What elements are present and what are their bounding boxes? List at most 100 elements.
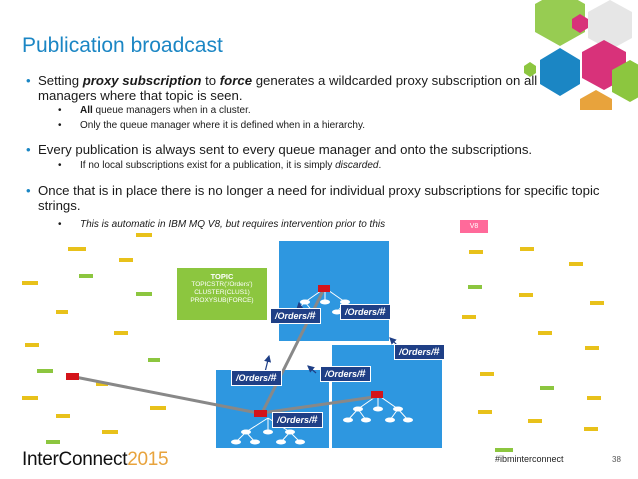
decorative-dash: [519, 293, 533, 297]
topic-label-orders: /Orders/#: [272, 412, 323, 428]
sub-bullet-text: Only the queue manager where it is defin…: [80, 120, 365, 131]
topic-label-hash: #: [359, 368, 366, 380]
decorative-dash: [102, 430, 118, 434]
decorative-dash: [478, 410, 492, 414]
decorative-dash: [96, 382, 108, 386]
topic-label-hash: #: [311, 414, 318, 426]
decorative-dash: [569, 262, 583, 266]
topic-label-orders: /Orders/#: [340, 304, 391, 320]
sub-bullet-emphasis: discarded: [335, 160, 379, 171]
topic-definition-box: TOPIC TOPICSTR('/Orders') CLUSTER(CLUS1)…: [177, 268, 267, 320]
topic-line-cluster: CLUSTER(CLUS1): [194, 289, 250, 296]
bullet-marker: •: [26, 142, 31, 157]
arrow-icon: [307, 365, 317, 374]
bullet-marker: •: [26, 183, 31, 198]
topic-label-prefix: /Orders/: [275, 311, 310, 321]
arrow-icon: [389, 337, 398, 346]
hexagon-tile: [535, 0, 585, 46]
topic-label-hash: #: [379, 306, 386, 318]
bullet-text: Once that is in place there is no longer…: [38, 183, 600, 213]
decorative-dash: [495, 448, 513, 452]
sub-bullet-marker: •: [58, 105, 62, 116]
decorative-dash: [590, 301, 604, 305]
hexagon-tile: [524, 62, 536, 77]
decorative-dash: [56, 414, 70, 418]
sub-bullet-marker: •: [58, 120, 62, 131]
decorative-dash: [68, 247, 86, 251]
decorative-dash: [136, 292, 152, 296]
topic-label-prefix: /Orders/: [236, 373, 271, 383]
flow-line-publisher: [74, 375, 259, 415]
footer-hashtag: #ibminterconnect: [495, 454, 564, 464]
bullet-publication-sent: • Every publication is always sent to ev…: [26, 142, 626, 158]
sub-bullet-marker: •: [58, 219, 62, 230]
decorative-dash: [114, 331, 128, 335]
bullet-emphasis-proxy-subscription: proxy subscription: [82, 73, 202, 88]
message-icon: [254, 410, 267, 417]
decorative-dash: [148, 358, 160, 362]
decorative-dash: [480, 372, 494, 376]
sub-bullet-automatic-v8: • This is automatic in IBM MQ V8, but re…: [58, 219, 618, 231]
tree-left-nodes: [231, 429, 305, 445]
decorative-dash: [520, 247, 534, 251]
queue-manager-right: [332, 345, 442, 448]
tree-right-nodes: [343, 406, 413, 423]
sub-bullet-pre: If no local subscriptions exist for a pu…: [80, 160, 336, 171]
decorative-dash: [150, 406, 166, 410]
hexagon-tile: [540, 48, 580, 96]
decorative-dash: [119, 258, 133, 262]
bullet-marker: •: [26, 73, 31, 88]
bullet-no-individual-proxy: • Once that is in place there is no long…: [26, 183, 626, 213]
queue-manager-top: [279, 241, 389, 341]
slide-title: Publication broadcast: [22, 34, 223, 57]
hexagon-tile: [572, 14, 588, 33]
topic-line-proxysub: PROXYSUB(FORCE): [190, 297, 254, 304]
decorative-dash: [22, 281, 38, 285]
topic-label-orders: /Orders/#: [231, 370, 282, 386]
arrow-icon: [264, 354, 272, 373]
logo-year: 2015: [127, 449, 169, 470]
hexagon-tile: [588, 0, 632, 50]
decorative-dash: [22, 396, 38, 400]
sub-bullet-discarded: • If no local subscriptions exist for a …: [58, 160, 618, 172]
v8-badge: V8: [460, 220, 488, 233]
decorative-dash: [587, 396, 601, 400]
topic-label-prefix: /Orders/: [277, 415, 312, 425]
bullet-text-pre: Setting: [38, 73, 83, 88]
decorative-dash: [462, 315, 476, 319]
bullet-text-mid: to: [201, 73, 220, 88]
topic-label-orders: /Orders/#: [270, 308, 321, 324]
sub-bullet-marker: •: [58, 160, 62, 171]
page-number: 38: [612, 455, 621, 464]
sub-bullet-text: All queue managers when in a cluster.: [80, 105, 618, 117]
topic-label-prefix: /Orders/: [325, 369, 360, 379]
decorative-dash: [136, 233, 152, 237]
hexagon-tile: [612, 60, 638, 102]
sub-bullet-text: If no local subscriptions exist for a pu…: [80, 160, 618, 172]
decorative-dash: [469, 250, 483, 254]
decorative-dash: [540, 386, 554, 390]
topic-label-hash: #: [309, 310, 316, 322]
sub-bullet-rest: queue managers when in a cluster.: [92, 105, 251, 116]
decorative-dash: [528, 419, 542, 423]
topic-label-hash: #: [270, 372, 277, 384]
hexagon-decoration: [524, 0, 638, 110]
decorative-dash: [538, 331, 552, 335]
topic-label-orders: /Orders/#: [394, 344, 445, 360]
decorative-dash: [37, 369, 53, 373]
message-icon: [66, 373, 79, 380]
topic-label-hash: #: [433, 346, 440, 358]
interconnect-logo: InterConnect2015: [22, 449, 169, 471]
message-icon: [371, 391, 383, 398]
bullet-text-post: generates a wildcarded proxy subscriptio…: [38, 73, 578, 103]
decorative-dash: [25, 343, 39, 347]
topic-line-topicstr: TOPICSTR('/Orders'): [191, 281, 253, 288]
decorative-dash: [584, 427, 598, 431]
bullet-text: Setting proxy subscription to force gene…: [38, 73, 626, 103]
bullet-emphasis-force: force: [219, 73, 253, 88]
decorative-dash: [585, 346, 599, 350]
sub-bullet-text: This is automatic in IBM MQ V8, but requ…: [80, 219, 386, 230]
decorative-dash: [468, 285, 482, 289]
topic-label-prefix: /Orders/: [345, 307, 380, 317]
